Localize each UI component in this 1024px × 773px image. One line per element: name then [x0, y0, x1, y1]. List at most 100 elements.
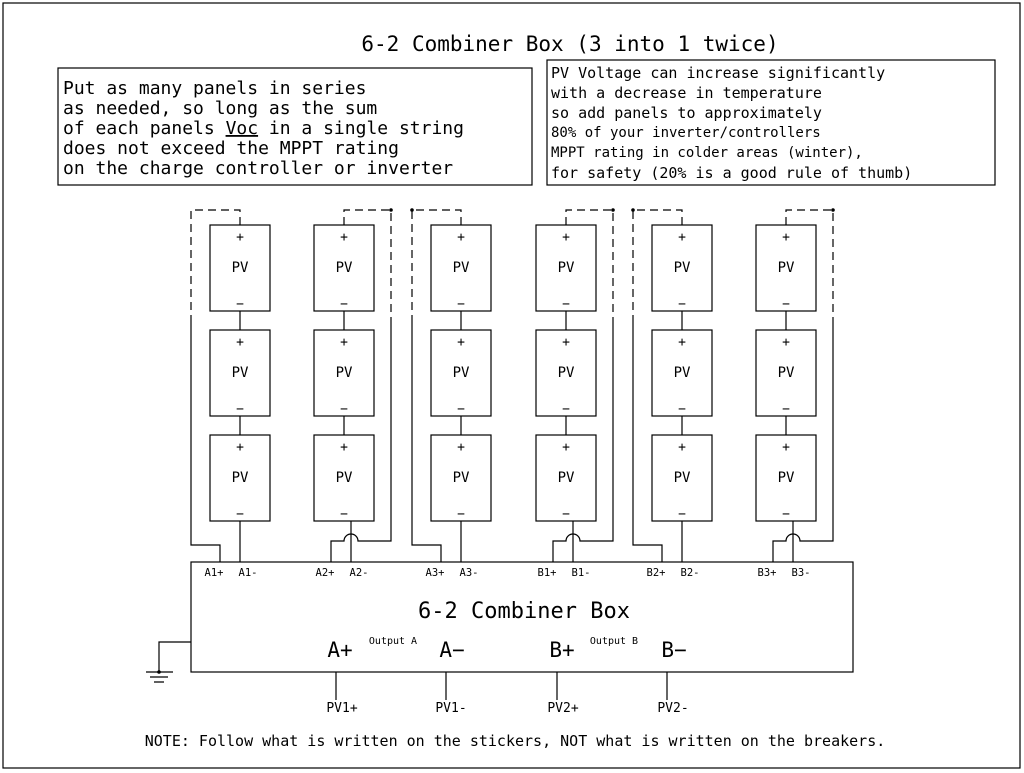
pv-panel-label: PV: [674, 365, 691, 381]
pv-minus-sign: −: [236, 402, 244, 417]
terminal-a-plus: A+: [327, 638, 352, 662]
pv-string: PV+−PV+−PV+−A1+A1-: [190, 209, 271, 579]
pv-minus-sign: −: [457, 402, 465, 417]
pv-minus-sign: −: [782, 507, 790, 522]
return-wire: [190, 320, 221, 562]
output-pv1-plus: PV1+: [326, 701, 357, 716]
pv-strings: PV+−PV+−PV+−A1+A1-PV+−PV+−PV+−A2+A2-PV+−…: [190, 208, 835, 579]
note-right-line: MPPT rating in colder areas (winter),: [551, 145, 863, 161]
pv-panel: PV+−: [535, 224, 597, 312]
pv-panel: PV + −: [755, 224, 817, 312]
pv-minus-sign: −: [236, 507, 244, 522]
pv-plus-sign: +: [782, 440, 790, 455]
combiner-box-title: 6-2 Combiner Box: [418, 599, 630, 624]
terminal-label-plus: A2+: [316, 567, 335, 579]
pv-panel: PV + −: [313, 434, 375, 522]
output-pv1-minus: PV1-: [435, 701, 466, 716]
pv-panel: PV + −: [313, 224, 375, 312]
pv-minus-sign: −: [678, 402, 686, 417]
output-wires: [335, 672, 668, 700]
pv-minus-sign: −: [340, 507, 348, 522]
terminal-label-plus: B1+: [538, 567, 557, 579]
pv-panel: PV + −: [651, 329, 713, 417]
pv-minus-sign: −: [562, 297, 570, 312]
pv-panel: PV+−: [651, 434, 713, 522]
pv-panel-label: PV: [778, 365, 795, 381]
pv-panel: PV+−: [209, 224, 271, 312]
pv-plus-sign: +: [562, 335, 570, 350]
pv-minus-sign: −: [782, 297, 790, 312]
pv-minus-sign: −: [782, 402, 790, 417]
terminal-a-minus: A−: [439, 638, 464, 662]
pv-plus-sign: +: [236, 230, 244, 245]
terminal-label-plus: A1+: [205, 567, 224, 579]
pv-plus-sign: +: [340, 230, 348, 245]
pv-panel-outline: [535, 434, 597, 522]
terminal-label-plus: A3+: [426, 567, 445, 579]
output-pv2-minus: PV2-: [657, 701, 688, 716]
junction-dot: [631, 208, 635, 212]
pv-plus-sign: +: [678, 335, 686, 350]
pv-plus-sign: +: [782, 230, 790, 245]
pv-plus-sign: +: [340, 440, 348, 455]
return-wire: [632, 320, 663, 562]
note-left-text: of each panels: [63, 118, 226, 139]
output-b-label: Output B: [590, 636, 638, 647]
junction-dot: [611, 208, 615, 212]
return-wire-dashed: [632, 209, 683, 320]
pv-string: PV+−PV+−PV+−B1+B1-: [535, 208, 615, 579]
pv-panel: PV+−: [535, 329, 597, 417]
pv-plus-sign: +: [782, 335, 790, 350]
pv-minus-sign: −: [457, 507, 465, 522]
pv-minus-sign: −: [678, 507, 686, 522]
pv-minus-sign: −: [678, 297, 686, 312]
pv-panel: PV + −: [755, 329, 817, 417]
ground-icon: [146, 641, 191, 683]
junction-dot: [410, 208, 414, 212]
pv-plus-sign: +: [457, 230, 465, 245]
return-wire-dashed: [565, 209, 614, 320]
pv-minus-sign: −: [457, 297, 465, 312]
pv-panel: PV+−: [209, 434, 271, 522]
pv-panel-label: PV: [453, 260, 470, 276]
pv-panel-outline: [313, 434, 375, 522]
pv-panel-label: PV: [336, 470, 353, 486]
combiner-box-outline: [190, 561, 854, 673]
pv-minus-sign: −: [236, 297, 244, 312]
note-left-line: does not exceed the MPPT rating: [63, 138, 399, 159]
note-left-text: in a single string: [258, 118, 464, 139]
pv-panel: PV + −: [430, 224, 492, 312]
diagram-title: 6-2 Combiner Box (3 into 1 twice): [361, 32, 778, 56]
pv-panel: PV+−: [755, 434, 817, 522]
note-left-line: as needed, so long as the sum: [63, 98, 377, 119]
voc-underlined: Voc: [226, 118, 259, 139]
pv-panel: PV+−: [430, 329, 492, 417]
pv-panel-label: PV: [778, 260, 795, 276]
terminal-label-minus: B2-: [681, 567, 700, 579]
pv-panel-label: PV: [232, 470, 249, 486]
pv-panel-label: PV: [558, 470, 575, 486]
terminal-label-minus: A3-: [460, 567, 479, 579]
pv-panel-label: PV: [558, 365, 575, 381]
terminal-b-plus: B+: [549, 638, 574, 662]
pv-plus-sign: +: [678, 230, 686, 245]
note-right-line: 80% of your inverter/controllers: [551, 125, 821, 141]
note-right-line: with a decrease in temperature: [551, 84, 822, 102]
junction-dot: [389, 208, 393, 212]
pv-plus-sign: +: [457, 440, 465, 455]
pv-plus-sign: +: [340, 335, 348, 350]
note-right-line: for safety (20% is a good rule of thumb): [551, 164, 912, 182]
terminal-label-plus: B2+: [647, 567, 666, 579]
pv-plus-sign: +: [236, 335, 244, 350]
pv-panel-label: PV: [336, 260, 353, 276]
pv-string: PV+−PV+−PV+−B2+B2-: [631, 208, 713, 579]
pv-plus-sign: +: [678, 440, 686, 455]
note-right: PV Voltage can increase significantly wi…: [546, 59, 996, 186]
note-left-line: of each panels Voc in a single string: [63, 118, 464, 139]
pv-minus-sign: −: [340, 297, 348, 312]
pv-minus-sign: −: [340, 402, 348, 417]
pv-panel-label: PV: [453, 365, 470, 381]
output-pv2-plus: PV2+: [547, 701, 578, 716]
terminal-b-minus: B−: [661, 638, 686, 662]
